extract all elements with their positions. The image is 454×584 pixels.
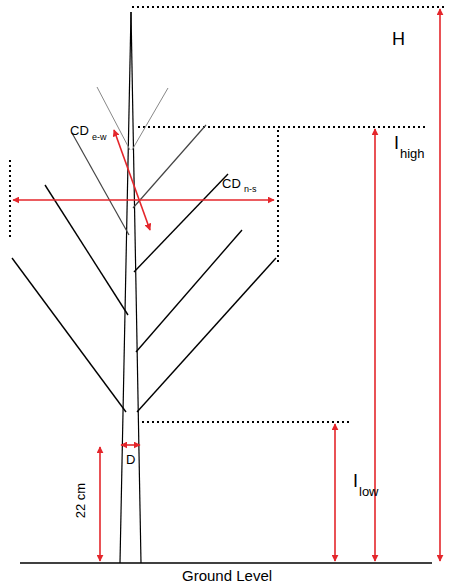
dimension-symbol: H	[392, 30, 405, 48]
dimension-symbol: I	[394, 134, 399, 152]
ground-label: Ground Level	[182, 568, 272, 583]
dimension-symbol: D	[126, 453, 135, 466]
subscript: n-s	[244, 185, 257, 194]
subscript: low	[359, 485, 379, 498]
subscript: high	[400, 147, 425, 160]
dimension-value: 22 cm	[74, 482, 87, 517]
dimension-symbol: CD	[70, 124, 89, 137]
dimension-symbol: I	[353, 472, 358, 490]
subscript: e-w	[92, 133, 107, 142]
dimension-symbol: CD	[222, 177, 241, 190]
